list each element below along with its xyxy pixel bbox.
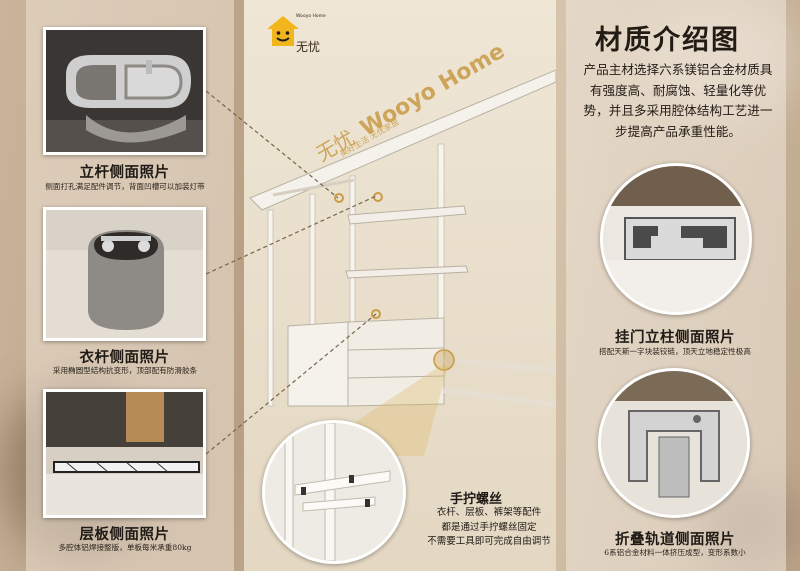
- upright-profile-photo: [43, 27, 206, 155]
- house-smiley-logo-icon: [266, 14, 326, 64]
- knob-description: 衣杆、层板、裤架等配件 都是通过手拧螺丝固定 不需要工具即可完成自由调节: [404, 506, 574, 550]
- upright-photo-title: 立杆侧面照片: [79, 164, 170, 181]
- door-post-profile-photo: [600, 163, 752, 315]
- knob-detail-photo: [262, 420, 406, 564]
- page-title: 材质介绍图: [595, 25, 740, 56]
- folding-track-profile-photo: [598, 368, 750, 518]
- wardrobe-rack-illustration: [249, 69, 556, 456]
- shelf-profile-photo: [43, 389, 206, 518]
- knob-line: 衣杆、层板、裤架等配件: [436, 507, 542, 518]
- shelf-photo-desc: 多腔体铝焊接整版，单板每米承重80kg: [58, 543, 192, 552]
- folding-track-photo-desc: 6系铝合金材料一体挤压成型，变形系数小: [604, 548, 746, 557]
- folding-track-photo-title: 折叠轨道侧面照片: [615, 531, 735, 548]
- upright-photo-desc: 侧面打孔满足配件调节，背面凹槽可以加装灯带: [45, 182, 205, 191]
- intro-text: 产品主材选择六系镁铝合金材质具有强度高、耐腐蚀、轻量化等优势，并且多采用腔体结构…: [583, 62, 773, 139]
- shelf-photo-title: 层板侧面照片: [79, 526, 170, 543]
- door-post-photo-title: 挂门立柱侧面照片: [615, 329, 735, 346]
- rod-photo-desc: 采用椭圆型结构抗变形，顶部配有防滑胶条: [52, 366, 198, 375]
- rod-photo-title: 衣杆侧面照片: [79, 349, 170, 366]
- door-post-photo-desc: 搭配天斯一字块装铰链，顶天立地稳定性极高: [599, 347, 751, 356]
- knob-line: 都是通过手拧螺丝固定: [441, 521, 537, 533]
- logo-english: Wooyo Home: [296, 14, 326, 19]
- knob-title: 手拧螺丝: [450, 492, 503, 507]
- logo-chinese: 无忧: [296, 40, 321, 54]
- rod-profile-photo: [43, 207, 206, 341]
- knob-line: 不需要工具即可完成自由调节: [427, 536, 551, 547]
